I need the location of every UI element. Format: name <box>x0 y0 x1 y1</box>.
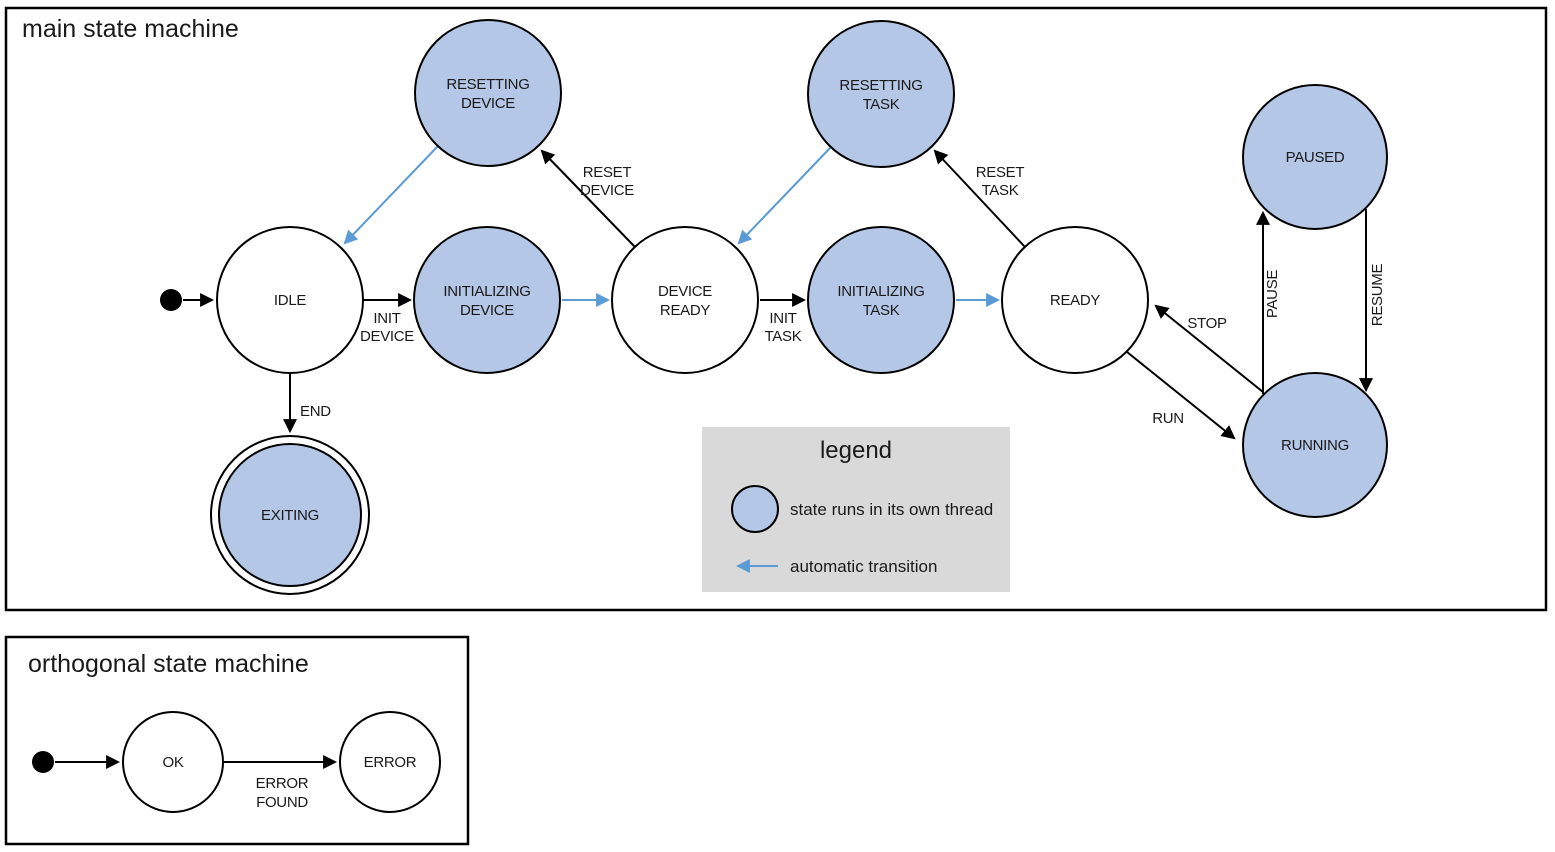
state-label-resetting-device-line1: RESETTING <box>446 76 529 93</box>
state-label-idle: IDLE <box>274 292 306 309</box>
state-resetting-task: RESETTING TASK <box>807 20 955 168</box>
transition-running-to-ready <box>1154 304 1264 393</box>
state-label-running: RUNNING <box>1281 437 1349 454</box>
legend: legend state runs in its own thread auto… <box>702 427 1010 592</box>
transition-ready-to-resetting-task <box>933 149 1026 248</box>
transition-label-init-device-line2: DEVICE <box>360 328 414 345</box>
transition-label-run: RUN <box>1152 410 1184 427</box>
transition-device-ready-to-resetting-device <box>540 149 636 248</box>
state-label-initializing-task-line1: INITIALIZING <box>837 283 924 300</box>
transition-label-reset-device-line1: RESET <box>583 164 632 181</box>
legend-title: legend <box>820 437 892 464</box>
state-idle: IDLE <box>216 226 364 374</box>
initial-state-dot <box>160 289 182 311</box>
main-state-machine-title: main state machine <box>22 15 239 43</box>
transition-label-error-found-line2: FOUND <box>256 794 308 811</box>
legend-item-threaded-label: state runs in its own thread <box>790 500 993 519</box>
orthogonal-state-machine-frame <box>4 635 470 846</box>
state-label-exiting: EXITING <box>261 507 319 524</box>
transition-label-reset-task-line1: RESET <box>976 164 1025 181</box>
state-label-initializing-device-line1: INITIALIZING <box>443 283 530 300</box>
transition-label-init-task-line1: INIT <box>769 310 796 327</box>
state-device-ready: DEVICE READY <box>611 226 759 374</box>
state-initializing-task: INITIALIZING TASK <box>807 226 955 374</box>
transition-label-reset-device-line2: DEVICE <box>580 182 634 199</box>
state-label-resetting-device-line2: DEVICE <box>461 95 515 112</box>
legend-item-automatic-label: automatic transition <box>790 557 937 576</box>
state-ok: OK <box>122 711 224 813</box>
transition-label-end: END <box>300 403 331 420</box>
transition-label-pause: PAUSE <box>1264 270 1281 319</box>
state-label-resetting-task-line2: TASK <box>863 96 900 113</box>
transition-label-reset-task-line2: TASK <box>982 182 1019 199</box>
transition-label-resume: RESUME <box>1369 264 1386 327</box>
state-initializing-device: INITIALIZING DEVICE <box>413 226 561 374</box>
state-label-device-ready-line2: READY <box>660 302 710 319</box>
state-error: ERROR <box>339 711 441 813</box>
transition-resetting-device-to-idle-auto <box>343 145 439 245</box>
state-label-resetting-task-line1: RESETTING <box>839 77 922 94</box>
state-label-initializing-device-line2: DEVICE <box>460 302 514 319</box>
state-label-error: ERROR <box>364 754 417 771</box>
main-state-machine-frame <box>4 6 1548 612</box>
transition-label-init-task-line2: TASK <box>765 328 802 345</box>
state-label-ready: READY <box>1050 292 1100 309</box>
transition-label-init-device-line1: INIT <box>373 310 400 327</box>
orthogonal-state-machine-title: orthogonal state machine <box>28 650 309 678</box>
orthogonal-initial-state-dot <box>32 751 54 773</box>
state-resetting-device: RESETTING DEVICE <box>414 19 562 167</box>
state-label-initializing-task-line2: TASK <box>863 302 900 319</box>
transition-label-stop: STOP <box>1187 315 1227 332</box>
transition-ready-to-running <box>1126 351 1236 440</box>
legend-threaded-state-circle <box>731 485 779 533</box>
transition-resetting-task-to-device-ready-auto <box>737 146 832 245</box>
state-label-paused: PAUSED <box>1286 149 1345 166</box>
state-label-ok: OK <box>162 754 183 771</box>
state-exiting-final: EXITING <box>210 435 370 595</box>
state-running: RUNNING <box>1242 372 1388 518</box>
state-ready: READY <box>1001 226 1149 374</box>
state-label-device-ready-line1: DEVICE <box>658 283 712 300</box>
transition-label-error-found-line1: ERROR <box>256 775 309 792</box>
state-paused: PAUSED <box>1242 84 1388 230</box>
